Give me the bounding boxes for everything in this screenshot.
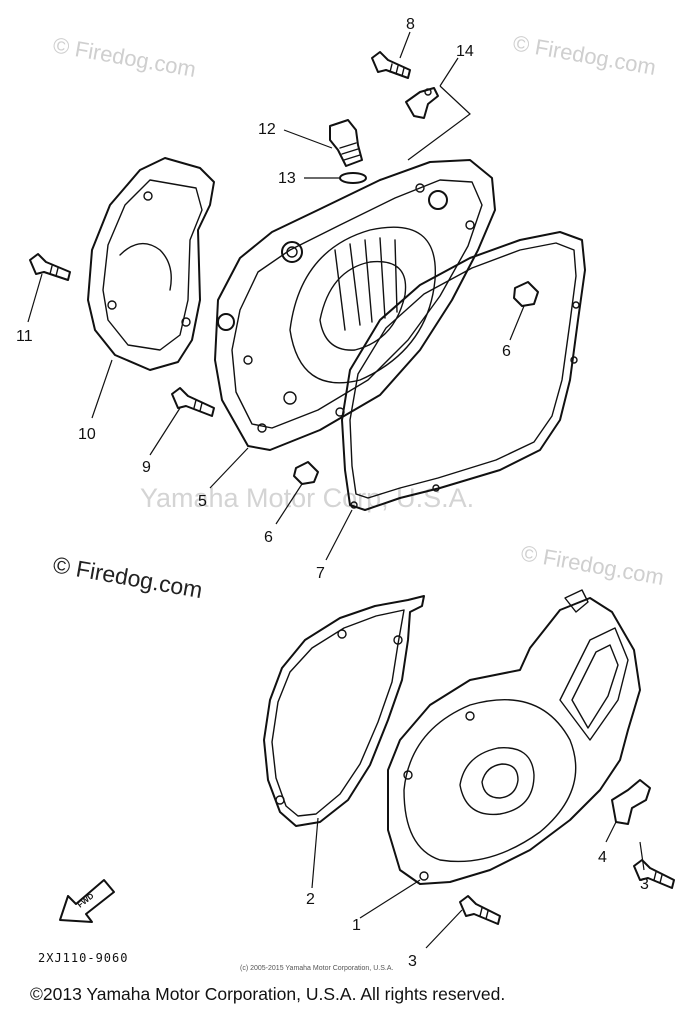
watermark-top-left: © Firedog.com: [51, 32, 198, 82]
small-copyright: (c) 2005-2015 Yamaha Motor Corporation, …: [240, 965, 393, 972]
callout-9: 9: [142, 459, 151, 476]
callout-1: 1: [352, 917, 361, 934]
part-11-bolt: [29, 253, 71, 281]
part-13-o-ring: [339, 172, 367, 184]
fwd-arrow-icon: FWD: [59, 879, 115, 923]
watermark-maker: Yamaha Motor Corp, U.S.A.: [140, 483, 474, 513]
part-9-bolt: [171, 387, 215, 417]
footer-copyright: ©2013 Yamaha Motor Corporation, U.S.A. A…: [30, 984, 505, 1004]
part-1-generator-cover: [387, 589, 641, 885]
diagram-code: 2XJ110-9060: [38, 951, 128, 965]
leader-lines: [27, 31, 645, 949]
callout-10: 10: [78, 426, 96, 443]
part-12-plug: [329, 119, 363, 167]
part-3-bolt-bottom: [459, 895, 501, 925]
watermark-mid-left: © Firedog.com: [51, 551, 204, 603]
fwd-label: FWD: [76, 891, 96, 909]
part-2-gasket: [263, 595, 425, 827]
callout-8: 8: [406, 16, 415, 33]
part-8-bolt: [371, 51, 411, 79]
callout-3-right: 3: [640, 876, 649, 893]
callout-2: 2: [306, 891, 315, 908]
callout-6-upper: 6: [502, 343, 511, 360]
callout-7: 7: [316, 565, 325, 582]
callout-12: 12: [258, 121, 276, 138]
part-14-clamp: [405, 87, 439, 119]
callout-14: 14: [456, 43, 474, 60]
part-7-gasket: [341, 231, 586, 511]
watermark-top-right: © Firedog.com: [511, 30, 658, 80]
part-6-dowel-lower: [293, 461, 319, 485]
callout-6-lower: 6: [264, 529, 273, 546]
part-4-clamp: [611, 779, 651, 825]
callout-3-bottom: 3: [408, 953, 417, 970]
part-10-cover: [87, 157, 215, 371]
leader-14-assembly: [407, 85, 471, 161]
part-5-crankcase-cover: [214, 159, 496, 451]
part-6-dowel-upper: [513, 281, 539, 307]
callout-5: 5: [198, 493, 207, 510]
callout-4: 4: [598, 849, 607, 866]
watermark-mid-right: © Firedog.com: [519, 540, 666, 590]
callout-13: 13: [278, 170, 296, 187]
callout-11: 11: [16, 328, 33, 345]
